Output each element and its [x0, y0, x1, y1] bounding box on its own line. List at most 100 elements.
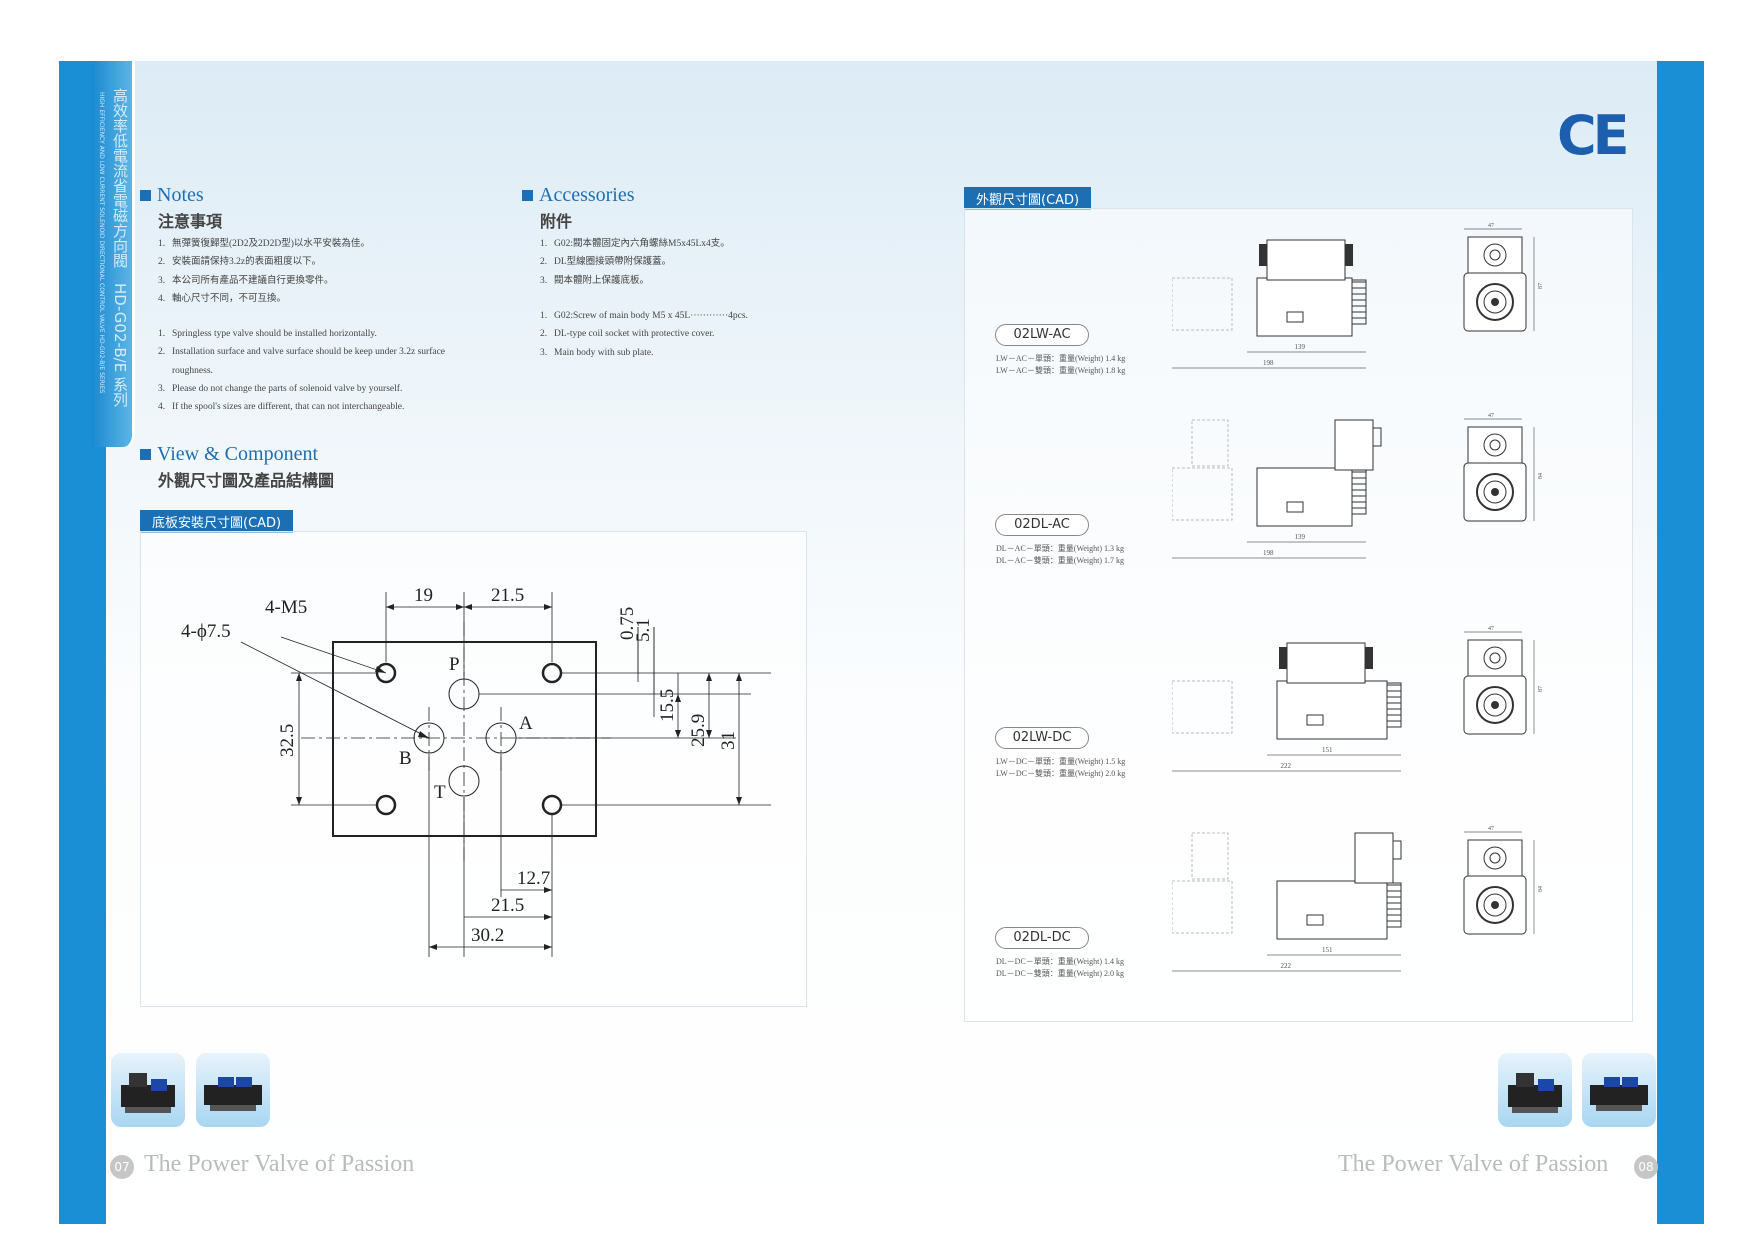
- item-text: Main body with sub plate.: [554, 347, 654, 358]
- item-number: 3.: [158, 275, 166, 286]
- square-bullet-icon: [140, 190, 151, 201]
- series-side-tab: [92, 61, 135, 447]
- dim-length-1: 139: [1295, 533, 1306, 541]
- list-item: 3. Please do not change the parts of sole…: [158, 380, 445, 398]
- weight-single: LW－AC－單頭：重量(Weight) 1.4 kg: [996, 354, 1126, 363]
- dim-length-2: 198: [1263, 359, 1274, 367]
- valve-photo-image: [121, 1073, 175, 1113]
- series-title-en: HIGH EFFICIENCY AND LOW CURRENT SOLENOID…: [98, 92, 105, 394]
- item-text: 本公司所有產品不建議自行更換零件。: [172, 275, 334, 286]
- notes-en-list: 1.Springless type valve should be instal…: [158, 325, 445, 416]
- right-edge-bar: [1657, 61, 1704, 1224]
- dim-length-2: 222: [1281, 762, 1292, 770]
- view-heading: View & Component: [140, 443, 318, 466]
- dim-length-1: 151: [1322, 746, 1333, 754]
- dim-31: 31: [718, 731, 739, 750]
- view-subtitle: 外觀尺寸圖及產品結構圖: [158, 471, 335, 490]
- dim-30-2: 30.2: [471, 925, 504, 946]
- list-item: 4. 軸心尺寸不同，不可互換。: [158, 290, 370, 308]
- item-number: 2.: [540, 257, 548, 268]
- view-title: View & Component: [157, 443, 319, 465]
- m5-hole: [375, 794, 397, 816]
- item-text: G02:閥本體固定內六角螺絲M5x45Lx4支。: [554, 239, 730, 249]
- item-number: 2.: [158, 347, 166, 358]
- item-number: 2.: [158, 257, 166, 268]
- valve-product-photo: [1582, 1053, 1656, 1127]
- item-text: 軸心尺寸不同，不可互換。: [172, 293, 287, 304]
- list-item: 1. G02:閥本體固定內六角螺絲M5x45Lx4支。: [540, 235, 730, 253]
- weight-single: DL－AC－單頭：重量(Weight) 1.3 kg: [996, 544, 1125, 553]
- dim-length-2: 198: [1263, 549, 1274, 557]
- dim-19: 19: [414, 585, 433, 606]
- valve-end-view: 47 87: [1463, 223, 1544, 332]
- item-text: Please do not change the parts of soleno…: [172, 383, 403, 394]
- accessories-zh-list: 1. G02:閥本體固定內六角螺絲M5x45Lx4支。 2. DL型線圈接頭帶附保護蓋…: [540, 235, 730, 290]
- dim-width: 47: [1488, 223, 1494, 229]
- item-number: 4.: [158, 293, 166, 304]
- item-number: 1.: [540, 239, 548, 249]
- subplate-cad-label: 底板安裝尺寸圖(CAD): [140, 510, 294, 533]
- label-4-hole: 4-ϕ7.5: [181, 621, 231, 642]
- label-port-t: T: [434, 782, 446, 803]
- dimension-lines: [240, 606, 740, 948]
- list-item: 3.Main body with sub plate.: [540, 344, 748, 362]
- m5-hole: [541, 794, 563, 816]
- dim-width: 47: [1488, 413, 1494, 419]
- notes-subtitle: 注意事項: [158, 212, 223, 231]
- dim-25-9: 25.9: [688, 714, 709, 747]
- list-item: roughness.: [158, 362, 445, 380]
- extension-lines: [291, 592, 771, 957]
- notes-zh-list: 1.無彈簧復歸型(2D2及2D2D型)以水平安裝為佳。2.安裝面請保持3.2z的…: [158, 235, 370, 308]
- accessories-en-list: 1.G02:Screw of main body M5 x 45L·······…: [540, 307, 748, 362]
- weight-double: LW－AC－雙頭：重量(Weight) 1.8 kg: [996, 366, 1126, 375]
- item-number: 3.: [158, 383, 166, 394]
- square-bullet-icon: [140, 449, 151, 460]
- accessories-title: Accessories: [539, 184, 635, 206]
- weight-double: LW－DC－雙頭：重量(Weight) 2.0 kg: [996, 769, 1126, 778]
- model-name-badge: 02LW-AC: [995, 324, 1089, 346]
- accessories-heading: Accessories: [522, 184, 635, 207]
- notes-heading: Notes: [140, 184, 204, 207]
- item-text: DL型線圈接頭帶附保護蓋。: [554, 257, 672, 268]
- accessories-subtitle: 附件: [540, 212, 573, 231]
- list-item: 4. If the spool's sizes are different, th…: [158, 398, 445, 416]
- list-item: 1.G02:Screw of main body M5 x 45L·······…: [540, 307, 748, 325]
- arrowheads: [296, 604, 742, 950]
- item-text: Installation surface and valve surface s…: [172, 347, 446, 358]
- item-number: 4.: [158, 402, 166, 413]
- dim-32-5: 32.5: [277, 724, 298, 757]
- label-port-p: P: [449, 654, 460, 675]
- valve-product-photo: [1498, 1053, 1572, 1127]
- weight-double: DL－DC－雙頭：重量(Weight) 2.0 kg: [996, 969, 1125, 978]
- item-number: 1.: [158, 329, 166, 339]
- list-item: 3. 本公司所有產品不建議自行更換零件。: [158, 272, 370, 290]
- dim-21-5-bottom: 21.5: [491, 895, 524, 916]
- dim-width: 47: [1488, 826, 1494, 832]
- item-text: If the spool's sizes are different, that…: [172, 402, 405, 413]
- valve-photo-image: [1590, 1077, 1648, 1111]
- dim-length-2: 222: [1281, 962, 1292, 970]
- dim-height: 87: [1538, 283, 1544, 289]
- page-number-right: 08: [1634, 1155, 1658, 1179]
- list-item: 1.Springless type valve should be instal…: [158, 325, 445, 343]
- list-item: 2.DL-type coil socket with protective co…: [540, 325, 748, 343]
- list-item: 1.無彈簧復歸型(2D2及2D2D型)以水平安裝為佳。: [158, 235, 370, 253]
- item-number: 1.: [158, 239, 166, 249]
- subplate-drawing-panel: 4-M5 4-ϕ7.5 P A B T 19 21.5 12.7 21.5 30…: [140, 531, 807, 1007]
- valve-photo-image: [1508, 1073, 1562, 1113]
- valve-product-photo: [196, 1053, 270, 1127]
- label-port-a: A: [519, 713, 533, 734]
- outline-cad-label: 外觀尺寸圖(CAD): [964, 187, 1092, 210]
- valve-photo-image: [204, 1077, 262, 1111]
- dim-height: 87: [1538, 686, 1544, 692]
- weight-single: LW－DC－單頭：重量(Weight) 1.5 kg: [996, 757, 1126, 766]
- list-item: 3.閥本體附上保護底板。: [540, 272, 730, 290]
- model-name-badge: 02LW-DC: [995, 727, 1089, 749]
